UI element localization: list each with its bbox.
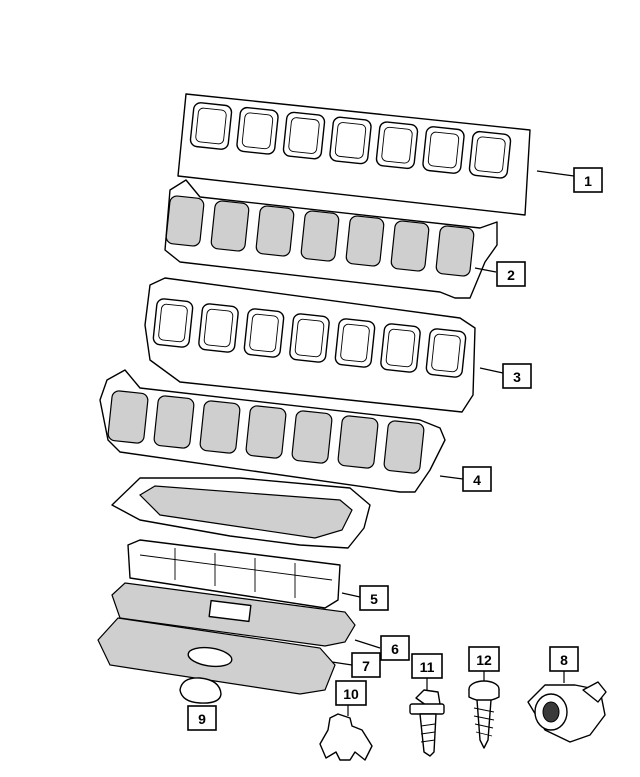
frame-opening-3 — [243, 308, 285, 358]
callout-label-6: 6 — [391, 641, 399, 657]
mesh-slot-4 — [300, 210, 340, 262]
mesh-slot-1 — [165, 195, 205, 247]
callout-8: 8 — [549, 646, 579, 672]
callout-2: 2 — [496, 261, 526, 287]
frame-opening-7 — [425, 328, 467, 378]
lower-mesh-slot-6 — [337, 415, 379, 469]
frame-opening-5 — [334, 318, 376, 368]
mesh-slot-5 — [345, 215, 385, 267]
callout-box-10 — [335, 680, 367, 706]
callout-label-5: 5 — [370, 591, 378, 607]
callout-box-2 — [496, 261, 526, 287]
grille-ring-5 — [375, 121, 419, 170]
callout-10: 10 — [335, 680, 367, 706]
grille-ring-1 — [189, 102, 233, 150]
callout-label-7: 7 — [362, 658, 370, 674]
callout-label-10: 10 — [343, 686, 359, 702]
callout-box-8 — [549, 646, 579, 672]
callout-box-6 — [380, 635, 410, 661]
frame-opening-4 — [289, 313, 330, 363]
callout-6: 6 — [380, 635, 410, 661]
callout-4: 4 — [462, 466, 492, 492]
callout-label-12: 12 — [476, 652, 492, 668]
grille-ring-3 — [282, 111, 326, 160]
frame-opening-6 — [380, 323, 421, 373]
part-2-grille-insert — [164, 179, 498, 299]
callout-box-5 — [359, 585, 389, 611]
part-12-screw — [468, 671, 500, 749]
mesh-slot-6 — [390, 220, 430, 272]
frame-opening-2 — [198, 303, 239, 353]
part-6-lower-mesh — [111, 582, 381, 649]
grille-ring-6 — [422, 126, 465, 174]
lower-mesh-slot-7 — [383, 420, 425, 474]
lower-mesh-slot-2 — [153, 395, 195, 449]
mesh-slot-7 — [435, 225, 475, 277]
grille-ring-4 — [329, 116, 372, 165]
callout-label-3: 3 — [513, 369, 521, 385]
lower-mesh-slot-4 — [245, 405, 287, 459]
callout-box-9 — [187, 705, 217, 731]
callout-label-1: 1 — [584, 173, 592, 189]
callout-label-2: 2 — [507, 267, 515, 283]
lower-mesh-slot-5 — [291, 410, 333, 464]
callout-box-12 — [468, 646, 500, 672]
callout-box-1 — [573, 167, 603, 193]
callout-label-8: 8 — [560, 652, 568, 668]
callout-box-4 — [462, 466, 492, 492]
callout-9: 9 — [187, 705, 217, 731]
lower-grille-surround — [111, 477, 371, 549]
callout-box-3 — [502, 363, 532, 389]
part-8-sensor — [527, 671, 607, 743]
callout-box-11 — [411, 653, 443, 679]
part-4-lower-insert — [99, 369, 464, 493]
part-11-bolt — [409, 678, 445, 757]
mesh-slot-3 — [255, 205, 295, 257]
callout-7: 7 — [351, 652, 381, 678]
callout-12: 12 — [468, 646, 500, 672]
part-1-grille-rings — [177, 93, 575, 216]
lower-mesh-slot-3 — [199, 400, 241, 454]
part-7-lower-fascia-grille — [97, 617, 353, 695]
callout-11: 11 — [411, 653, 443, 679]
part-9-cap — [179, 677, 222, 704]
callout-5: 5 — [359, 585, 389, 611]
callout-label-11: 11 — [420, 659, 435, 675]
callout-label-9: 9 — [198, 711, 206, 727]
callout-3: 3 — [502, 363, 532, 389]
mesh-slot-2 — [210, 200, 250, 252]
part-10-clip — [319, 705, 373, 761]
part-5-air-dam — [127, 539, 361, 609]
part-3-grille-frame — [144, 277, 504, 413]
grille-ring-2 — [236, 106, 279, 155]
callout-1: 1 — [573, 167, 603, 193]
frame-opening-1 — [152, 298, 194, 348]
grille-ring-7 — [468, 130, 512, 179]
callout-box-7 — [351, 652, 381, 678]
lower-mesh-slot-1 — [107, 390, 149, 444]
callout-label-4: 4 — [473, 472, 481, 488]
